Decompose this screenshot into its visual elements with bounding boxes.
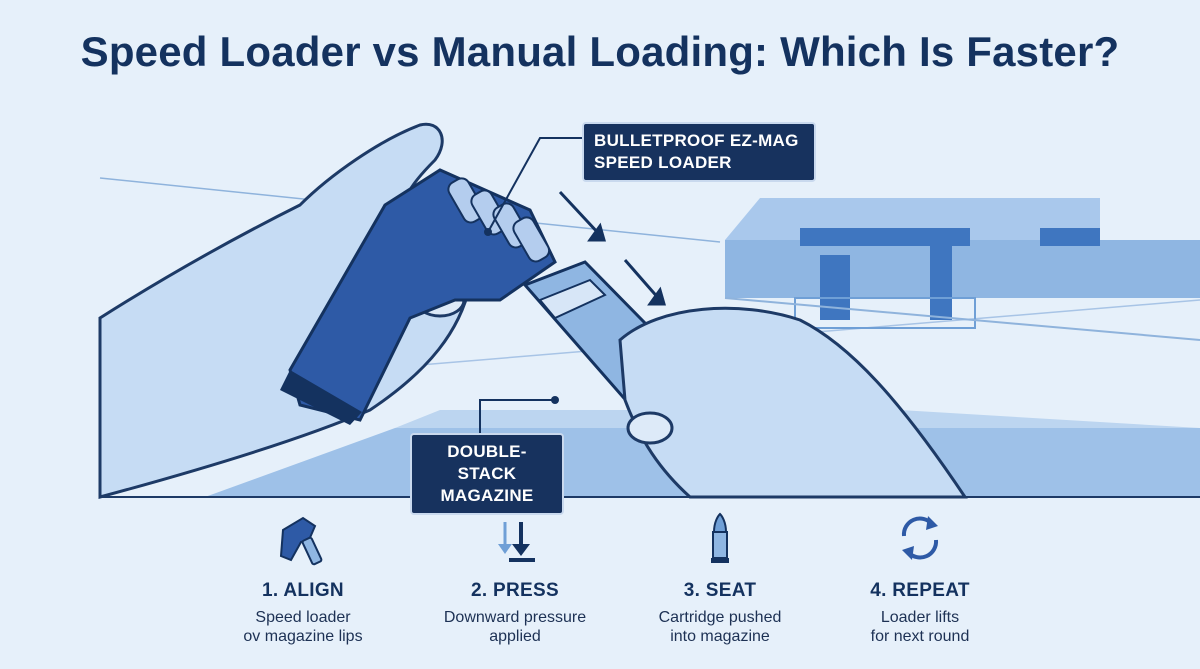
step-align-desc-line1: Speed loader	[255, 609, 351, 626]
repeat-cycle-icon	[805, 510, 1035, 566]
right-hand	[618, 306, 968, 499]
callout-magazine-line2: MAGAZINE	[440, 486, 534, 505]
step-press-desc-line2: applied	[489, 628, 541, 645]
step-align: 1. ALIGN Speed loader ov magazine lips	[188, 510, 418, 646]
callout-leader-magazine	[479, 399, 555, 433]
callout-speed-loader-line1: BULLETPROOF EZ-MAG	[594, 131, 799, 150]
step-seat: 3. SEAT Cartridge pushed into magazine	[605, 510, 835, 646]
page-title: Speed Loader vs Manual Loading: Which Is…	[80, 28, 1120, 75]
step-press: 2. PRESS Downward pressure applied	[400, 510, 630, 646]
steps-row: 1. ALIGN Speed loader ov magazine lips 2…	[0, 510, 1200, 669]
step-repeat-desc-line2: for next round	[870, 628, 970, 645]
callout-magazine: DOUBLE-STACK MAGAZINE	[410, 433, 564, 515]
callout-magazine-line1: DOUBLE-STACK	[447, 442, 527, 483]
step-seat-desc-line2: into magazine	[670, 628, 770, 645]
press-down-arrows-icon	[400, 510, 630, 566]
cartridge-icon	[605, 510, 835, 566]
callout-speed-loader: BULLETPROOF EZ-MAG SPEED LOADER	[582, 122, 816, 182]
step-align-desc-line2: ov magazine lips	[243, 628, 363, 645]
step-repeat: 4. REPEAT Loader lifts for next round	[805, 510, 1035, 646]
motion-arrows	[558, 190, 666, 306]
speed-loader-icon	[188, 510, 418, 566]
step-repeat-desc-line1: Loader lifts	[880, 609, 960, 626]
step-press-desc-line1: Downward pressure	[443, 609, 587, 626]
step-align-label: 1. ALIGN	[262, 580, 344, 601]
step-seat-desc-line1: Cartridge pushed	[658, 609, 782, 626]
loading-illustration	[98, 122, 1200, 499]
bench-structure	[724, 198, 1200, 341]
step-press-label: 2. PRESS	[471, 580, 559, 601]
callout-leader-loader	[487, 137, 582, 233]
callout-speed-loader-line2: SPEED LOADER	[594, 153, 732, 172]
step-repeat-label: 4. REPEAT	[870, 580, 970, 601]
step-seat-label: 3. SEAT	[683, 580, 757, 601]
